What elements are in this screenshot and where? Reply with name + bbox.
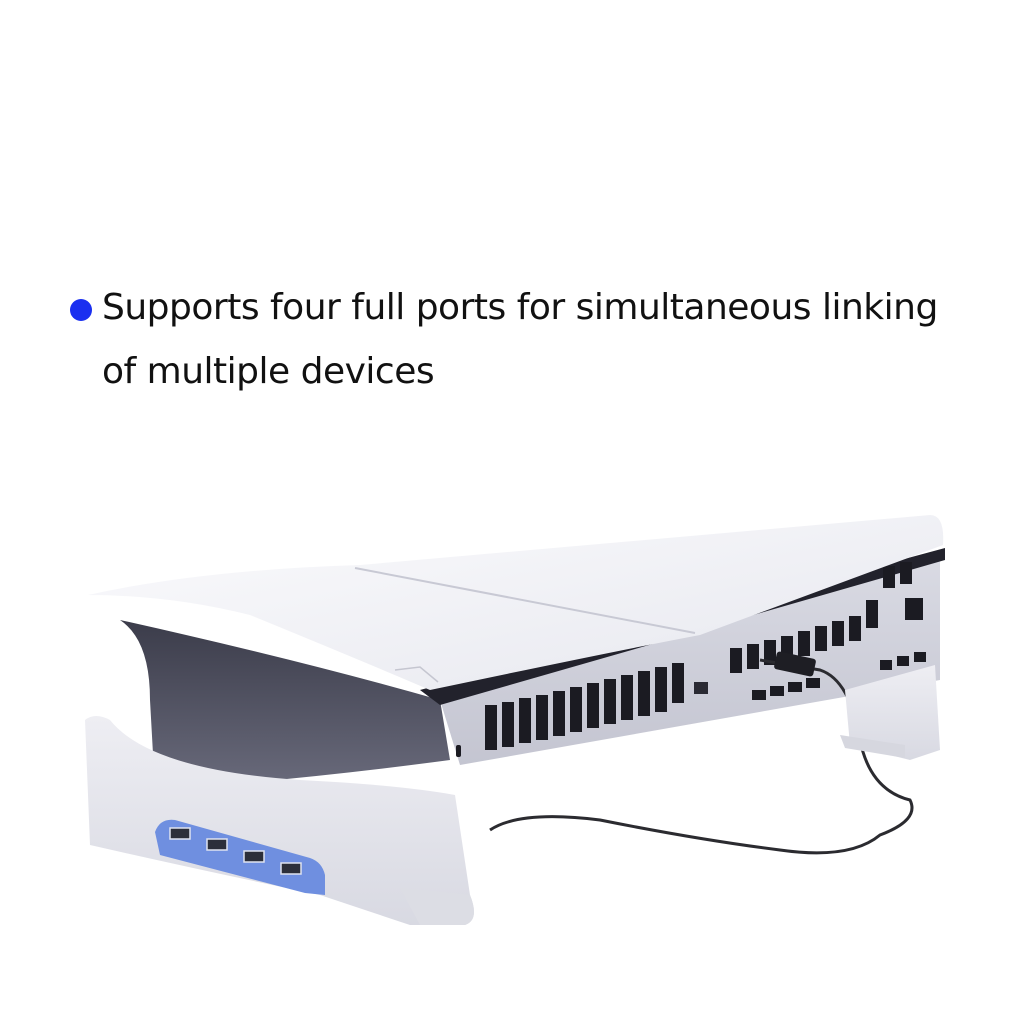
stand-right-foot (840, 665, 940, 760)
stand-left (85, 716, 474, 925)
bullet-icon (70, 299, 92, 321)
console-cover (88, 515, 944, 690)
product-image (0, 480, 1024, 980)
caption-text-line-1: Supports four full ports for simultaneou… (102, 287, 938, 328)
vent-slots (456, 562, 926, 757)
usb-hub-panel (155, 819, 325, 895)
usb-port-icon (169, 827, 302, 875)
caption-text-line-2: of multiple devices (102, 351, 435, 392)
feature-caption: Supports four full ports for simultaneou… (70, 276, 1020, 404)
caption-line-1: Supports four full ports for simultaneou… (70, 276, 1020, 340)
